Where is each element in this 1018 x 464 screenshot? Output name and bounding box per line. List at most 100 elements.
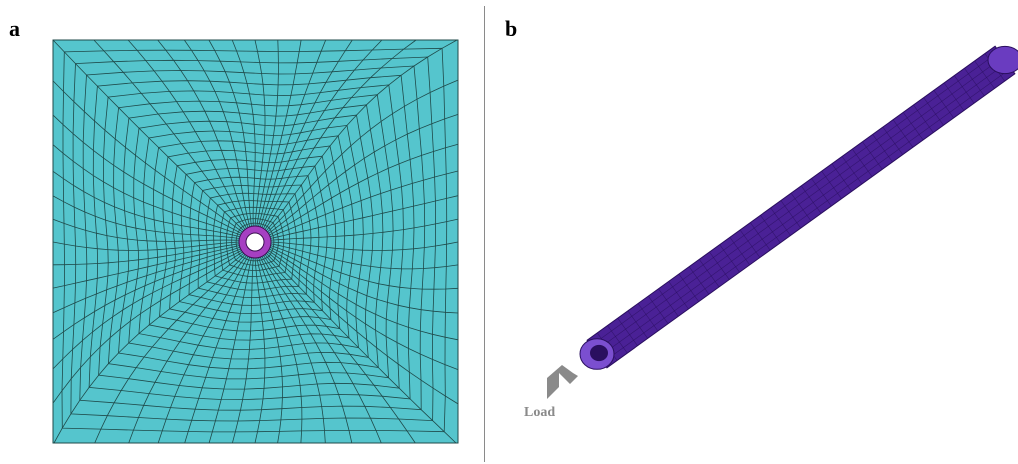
rod-mesh-line — [841, 156, 863, 185]
rod-mesh-line — [913, 104, 934, 133]
rod-mesh-line — [668, 281, 689, 310]
rod-mesh-line — [729, 237, 750, 266]
mesh-spoke-line — [94, 254, 246, 444]
mesh-spoke-line — [52, 245, 240, 289]
rod-bore — [590, 344, 608, 362]
rod-mesh-line — [678, 273, 699, 302]
mesh-spoke-line — [128, 255, 247, 444]
mesh-spoke-line — [93, 39, 246, 230]
mesh-spoke-line — [52, 114, 242, 234]
mesh-spoke-line — [157, 39, 249, 228]
mesh-spoke-line — [265, 39, 458, 231]
rod-mesh-line — [790, 193, 812, 221]
mesh-spoke-line — [264, 39, 417, 230]
mesh-spoke-line — [184, 256, 251, 444]
rod-mesh-line — [882, 126, 903, 155]
rod-mesh-line — [831, 163, 852, 192]
mesh-spoke-line — [259, 256, 326, 444]
rod-mesh-line — [658, 288, 679, 317]
rod-mesh-line — [750, 222, 771, 251]
mesh-spoke-line — [270, 195, 459, 239]
rod-mesh-line — [688, 266, 710, 295]
panel-divider — [484, 6, 485, 462]
mesh-spoke-line — [52, 144, 241, 236]
mesh-lines — [52, 39, 459, 444]
mesh-spoke-line — [208, 39, 252, 227]
rod-mesh-line — [974, 60, 995, 89]
mesh-spoke-line — [254, 39, 266, 227]
rod-mesh-line — [923, 97, 944, 126]
mesh-spoke-line — [52, 241, 240, 251]
rod-mesh-line — [821, 171, 842, 199]
mesh-spoke-line — [258, 39, 302, 227]
hole-ring — [238, 225, 272, 259]
mesh-spoke-line — [183, 39, 251, 227]
mesh-spoke-line — [52, 251, 243, 404]
mesh-spoke-line — [52, 218, 240, 242]
rod-mesh-line — [964, 68, 985, 96]
rod-mesh-line — [699, 259, 720, 288]
plate-mesh-figure — [52, 39, 459, 444]
mesh-spoke-line — [254, 257, 266, 444]
rod-far-end — [987, 45, 1018, 75]
mesh-spoke-line — [256, 39, 279, 227]
mesh-spoke-line — [127, 39, 247, 229]
tube-rod — [579, 45, 1018, 370]
mesh-spoke-line — [267, 251, 459, 405]
mesh-spoke-line — [259, 39, 327, 228]
panel-label-a: a — [9, 16, 20, 41]
mesh-spoke-line — [269, 248, 459, 341]
mesh-spoke-line — [52, 39, 244, 231]
mesh-spoke-line — [261, 256, 353, 444]
mesh-spoke-line — [263, 255, 382, 444]
rod-mesh-line — [943, 82, 965, 111]
rod-mesh-line — [801, 185, 822, 214]
mesh-spoke-line — [266, 253, 457, 444]
rod-mesh-line — [933, 90, 954, 119]
mesh-spoke-line — [53, 252, 244, 444]
mesh-spoke-line — [269, 170, 459, 238]
rod-mesh-line — [780, 200, 801, 229]
mesh-spoke-line — [270, 245, 459, 290]
mesh-spoke-line — [270, 241, 459, 251]
rod-mesh-line — [739, 229, 761, 258]
panel-label-b: b — [505, 16, 518, 41]
rod-mesh-line — [719, 244, 740, 273]
mesh-spoke-line — [256, 257, 283, 444]
mesh-spoke-line — [52, 243, 240, 266]
mesh-spoke-line — [263, 39, 383, 229]
mesh-spoke-line — [231, 39, 256, 227]
rod-mesh-line — [709, 251, 730, 280]
mesh-spoke-line — [52, 80, 243, 233]
rod-mesh-line — [892, 119, 914, 148]
rod-mesh-line — [648, 295, 669, 324]
rod-mesh-line — [607, 325, 628, 354]
load-arrow-icon — [547, 365, 578, 399]
rod-mesh-line — [862, 141, 883, 170]
mesh-spoke-line — [269, 143, 459, 236]
mesh-spoke-line — [270, 218, 459, 241]
mesh-spoke-line — [52, 246, 241, 314]
rod-mesh-line — [872, 134, 893, 163]
rod-mesh-line — [811, 178, 832, 207]
hole — [245, 232, 265, 252]
mesh-spoke-line — [269, 246, 459, 314]
mesh-spoke-line — [157, 256, 249, 444]
mesh-spoke-line — [264, 254, 416, 444]
rod-mesh-line — [617, 318, 638, 346]
rod-mesh-line — [903, 112, 924, 141]
mesh-spoke-line — [261, 39, 353, 228]
mesh-spoke-line — [268, 250, 459, 370]
rod-mesh-line — [770, 207, 791, 236]
mesh-spoke-line — [52, 250, 242, 370]
rod-mesh-line — [760, 215, 781, 243]
mesh-spoke-line — [258, 257, 303, 444]
mesh-spoke-line — [52, 195, 240, 239]
mesh-spoke-line — [232, 257, 254, 444]
mesh-spoke-line — [208, 257, 252, 444]
load-label: Load — [524, 405, 556, 420]
rod-mesh-line — [627, 310, 648, 339]
mesh-spoke-line — [52, 248, 241, 340]
mesh-spoke-line — [267, 79, 459, 233]
